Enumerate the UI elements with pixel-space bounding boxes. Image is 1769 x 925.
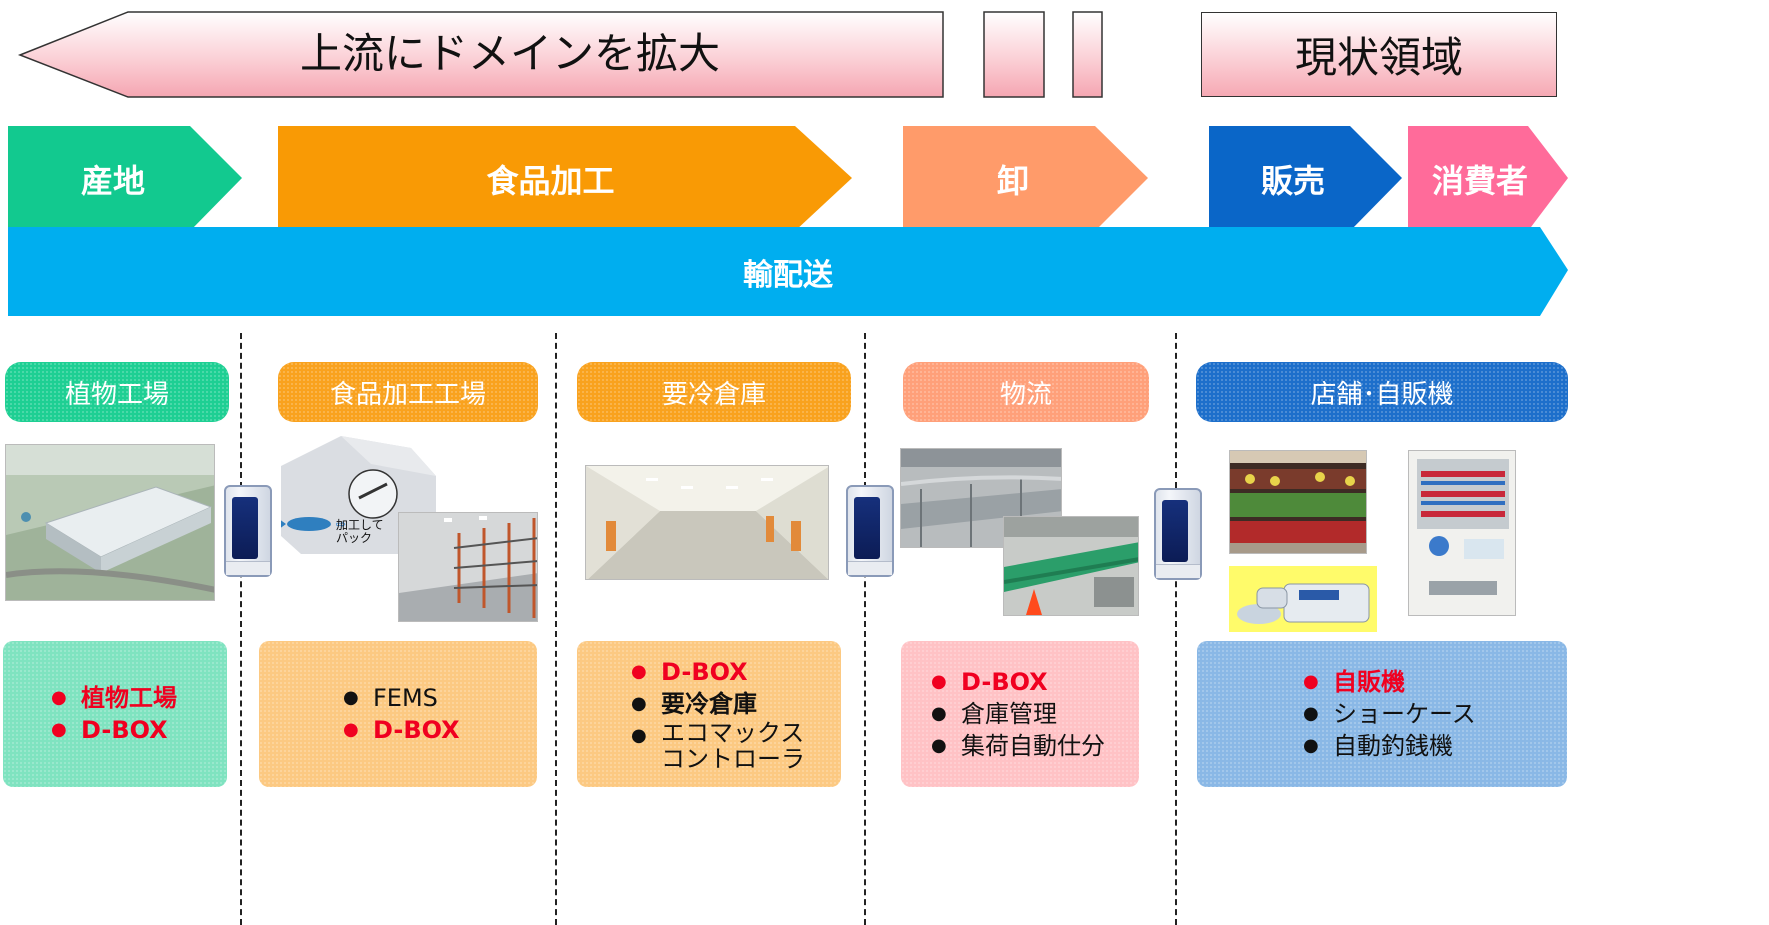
separator-3 bbox=[864, 333, 866, 925]
info-item: ●倉庫管理 bbox=[931, 700, 1057, 728]
dbox-unit-3 bbox=[1154, 488, 1202, 580]
food-process-label: 加工して パック bbox=[336, 518, 384, 545]
info-item: ●植物工場 bbox=[51, 684, 177, 712]
stage-arrow-retail bbox=[1209, 126, 1402, 231]
separator-4 bbox=[1175, 333, 1177, 925]
food-factory-racks-photo bbox=[398, 512, 538, 622]
coin-changer-photo bbox=[1229, 566, 1377, 632]
cold-storage-photo bbox=[585, 465, 829, 580]
stage-arrow-wholesale bbox=[903, 126, 1148, 231]
info-box-food-factory: ●FEMS ●D-BOX bbox=[259, 641, 537, 787]
dbox-unit-1 bbox=[224, 485, 272, 577]
info-item: ●D-BOX bbox=[51, 716, 168, 744]
expand-upstream-arrow bbox=[17, 11, 1103, 98]
dbox-unit-2 bbox=[846, 485, 894, 577]
info-item: ●集荷自動仕分 bbox=[931, 732, 1105, 760]
info-item: ●要冷倉庫 bbox=[631, 690, 757, 718]
section-header-food-factory: 食品加工工場 bbox=[278, 362, 538, 422]
info-item: ●D-BOX bbox=[343, 716, 460, 744]
stage-label-wholesale: 卸 bbox=[996, 161, 1029, 200]
stage-arrow-origin bbox=[8, 126, 242, 231]
transport-arrow bbox=[8, 227, 1568, 316]
section-header-plant-factory: 植物工場 bbox=[5, 362, 229, 422]
stage-label-consumer: 消費者 bbox=[1431, 161, 1528, 200]
banner-block-1 bbox=[983, 11, 1045, 98]
section-header-cold-storage: 要冷倉庫 bbox=[577, 362, 851, 422]
stage-label-food-processing: 食品加工 bbox=[486, 161, 615, 200]
svg-text:⇨: ⇨ bbox=[336, 517, 346, 531]
plant-factory-photo bbox=[5, 444, 215, 601]
stage-arrow-food-processing bbox=[278, 126, 852, 231]
info-item: ●自販機 bbox=[1303, 668, 1405, 696]
logistics-photo-2 bbox=[1003, 516, 1139, 616]
section-header-logistics: 物流 bbox=[903, 362, 1149, 422]
info-box-plant-factory: ●植物工場 ●D-BOX bbox=[3, 641, 227, 787]
info-box-store: ●自販機 ●ショーケース ●自動釣銭機 bbox=[1197, 641, 1567, 787]
separator-1 bbox=[240, 333, 242, 925]
info-item: ●D-BOX bbox=[631, 658, 748, 686]
transport-label: 輸配送 bbox=[743, 258, 833, 293]
stage-arrow-consumer bbox=[1408, 126, 1568, 231]
section-header-store: 店舗･自販機 bbox=[1196, 362, 1568, 422]
banner-block-2 bbox=[1072, 11, 1103, 98]
info-item: ●自動釣銭機 bbox=[1303, 732, 1453, 760]
info-box-cold-storage: ●D-BOX ●要冷倉庫 ●エコマックス コントローラ bbox=[577, 641, 841, 787]
current-domain-box: 現状領域 bbox=[1201, 12, 1557, 97]
info-item: ●エコマックス コントローラ bbox=[631, 719, 805, 773]
current-domain-label: 現状領域 bbox=[1294, 33, 1463, 82]
info-item: ●D-BOX bbox=[931, 668, 1048, 696]
expand-upstream-label: 上流にドメインを拡大 bbox=[300, 29, 721, 78]
info-box-logistics: ●D-BOX ●倉庫管理 ●集荷自動仕分 bbox=[901, 641, 1139, 787]
info-item: ●ショーケース bbox=[1303, 700, 1476, 728]
value-chain-flow bbox=[8, 126, 1568, 316]
stage-label-origin: 産地 bbox=[80, 161, 145, 200]
showcase-photo bbox=[1229, 450, 1367, 554]
vending-machine-photo bbox=[1408, 450, 1516, 616]
stage-label-retail: 販売 bbox=[1260, 161, 1325, 200]
food-factory-illustration: ⇨ bbox=[275, 436, 441, 558]
info-item: ●FEMS bbox=[343, 684, 438, 712]
separator-2 bbox=[555, 333, 557, 925]
